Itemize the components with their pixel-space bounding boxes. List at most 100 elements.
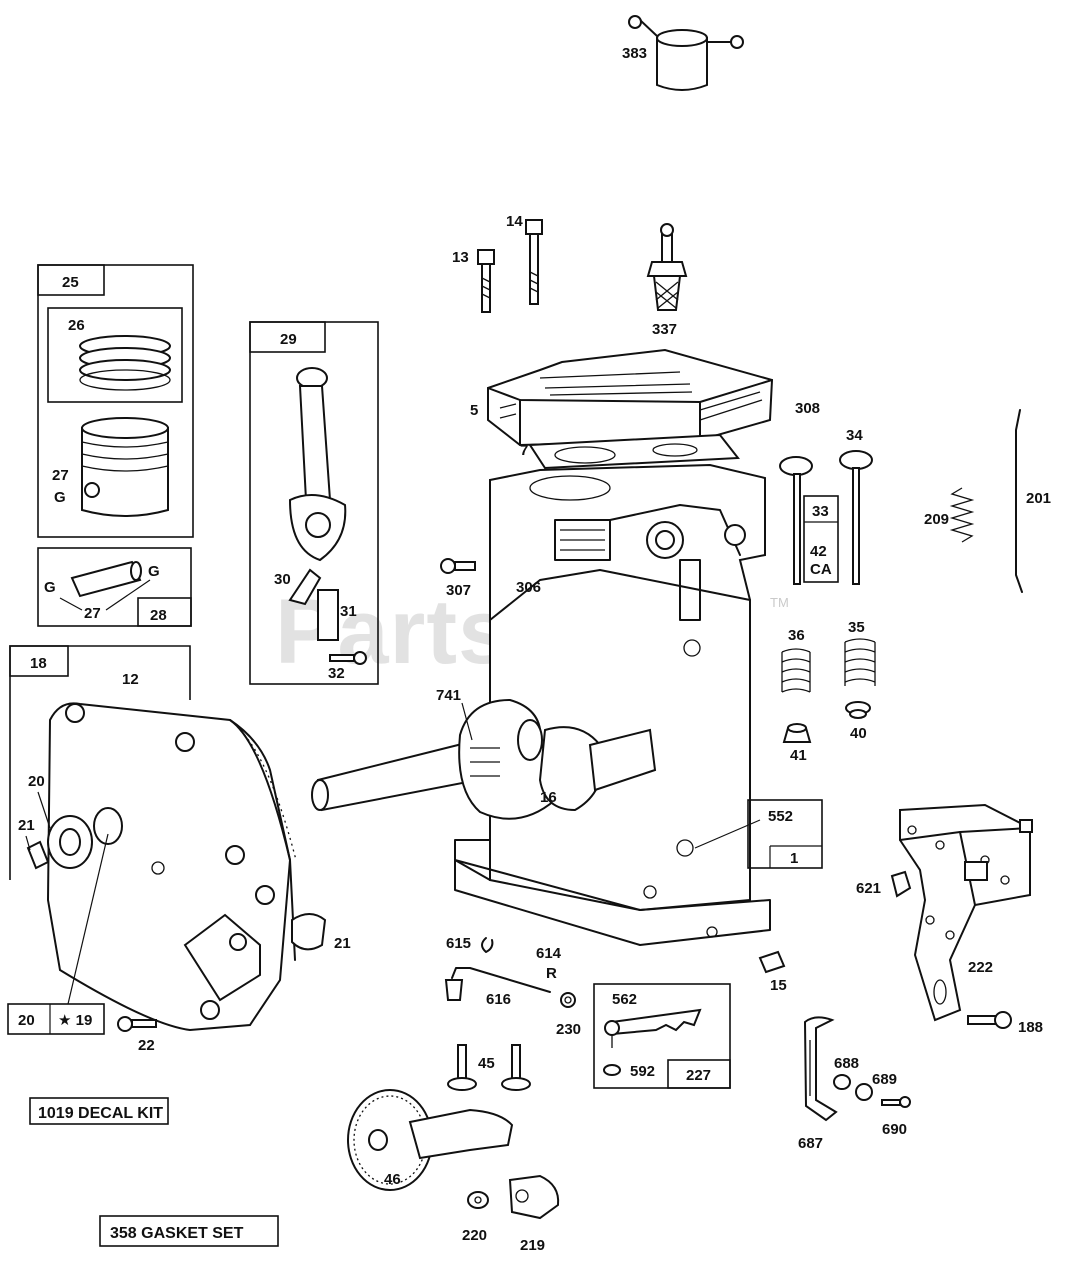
label-28: 28 bbox=[150, 607, 167, 624]
part-40-retainer[interactable] bbox=[845, 701, 871, 719]
label-227: 227 bbox=[686, 1067, 711, 1084]
label-337: 337 bbox=[652, 321, 677, 338]
part-562-lever[interactable] bbox=[604, 1008, 702, 1048]
label-32: 32 bbox=[328, 665, 345, 682]
label-14: 14 bbox=[506, 213, 523, 230]
part-201-governor-rod[interactable] bbox=[1015, 409, 1023, 593]
label-615: 615 bbox=[446, 935, 471, 952]
part-21-plug[interactable] bbox=[291, 913, 327, 951]
label-31: 31 bbox=[340, 603, 357, 620]
box-25-piston bbox=[37, 264, 194, 538]
part-592-nut[interactable] bbox=[603, 1064, 621, 1076]
part-34-valve[interactable] bbox=[839, 450, 873, 585]
label-34: 34 bbox=[846, 427, 863, 444]
part-45-tappets[interactable] bbox=[447, 1044, 531, 1091]
label-7: 7 bbox=[520, 442, 528, 459]
label-1: 1 bbox=[790, 850, 798, 867]
part-18-sump-cover[interactable] bbox=[46, 702, 297, 1032]
part-337-spark-plug[interactable] bbox=[646, 223, 688, 311]
box-18 bbox=[9, 645, 191, 880]
box-29-connecting-rod bbox=[249, 321, 379, 685]
part-33-valve[interactable] bbox=[779, 456, 813, 585]
label-20-box: 20 bbox=[18, 1012, 35, 1029]
label-42-ca: CA bbox=[810, 561, 832, 578]
label-308: 308 bbox=[795, 400, 820, 417]
part-616-shaft[interactable] bbox=[444, 967, 551, 1001]
label-27g: G bbox=[54, 489, 66, 506]
part-21-seal-left[interactable] bbox=[26, 840, 50, 870]
label-27b: 27 bbox=[84, 605, 101, 622]
part-14-bolt[interactable] bbox=[525, 219, 543, 305]
label-552: 552 bbox=[768, 808, 793, 825]
label-20: 20 bbox=[28, 773, 45, 790]
label-21: 21 bbox=[18, 817, 35, 834]
part-615-clip[interactable] bbox=[481, 937, 494, 953]
part-35-valve-spring[interactable] bbox=[844, 638, 876, 686]
label-222: 222 bbox=[968, 959, 993, 976]
part-28-piston-pin[interactable] bbox=[70, 560, 142, 598]
part-383-wrench[interactable] bbox=[628, 15, 744, 91]
label-220: 220 bbox=[462, 1227, 487, 1244]
part-687-bracket[interactable] bbox=[803, 1016, 838, 1122]
part-26-piston-rings[interactable] bbox=[79, 335, 171, 391]
label-21b: 21 bbox=[334, 935, 351, 952]
part-30-31-dipper-cap[interactable] bbox=[288, 568, 339, 641]
part-621-clip[interactable] bbox=[890, 870, 912, 898]
part-209-spring[interactable] bbox=[949, 487, 975, 543]
part-688-bushing[interactable] bbox=[833, 1074, 851, 1090]
part-230-nut[interactable] bbox=[560, 992, 576, 1008]
label-306: 306 bbox=[516, 579, 541, 596]
part-689-washer[interactable] bbox=[855, 1083, 873, 1101]
part-222-control-bracket[interactable] bbox=[899, 803, 1033, 1022]
label-201: 201 bbox=[1026, 490, 1051, 507]
part-307-screw[interactable] bbox=[440, 558, 476, 574]
label-688: 688 bbox=[834, 1055, 859, 1072]
label-19-box: ★ 19 bbox=[58, 1012, 92, 1029]
label-28-g1: G bbox=[44, 579, 56, 596]
part-46-camshaft[interactable] bbox=[347, 1089, 514, 1191]
part-5-cylinder-head[interactable] bbox=[487, 348, 774, 447]
label-29: 29 bbox=[280, 331, 297, 348]
box-20-19 bbox=[7, 833, 109, 1035]
label-18: 18 bbox=[30, 655, 47, 672]
label-689: 689 bbox=[872, 1071, 897, 1088]
part-220-washer[interactable] bbox=[467, 1191, 489, 1209]
part-32-bolt[interactable] bbox=[329, 651, 367, 665]
part-27-piston[interactable] bbox=[81, 417, 169, 517]
part-690-screw[interactable] bbox=[881, 1096, 911, 1108]
label-13: 13 bbox=[452, 249, 469, 266]
leader-27b bbox=[59, 579, 151, 611]
label-616: 616 bbox=[486, 991, 511, 1008]
gasket-set-box[interactable]: 358 GASKET SET bbox=[99, 1215, 279, 1247]
label-28-g2: G bbox=[148, 563, 160, 580]
part-7-head-gasket[interactable] bbox=[528, 433, 740, 470]
part-29-connecting-rod[interactable] bbox=[288, 367, 347, 562]
label-690: 690 bbox=[882, 1121, 907, 1138]
part-13-bolt[interactable] bbox=[477, 249, 495, 313]
part-15-fitting[interactable] bbox=[758, 950, 786, 974]
box-28-piston-pin bbox=[37, 547, 192, 627]
part-188-screw[interactable] bbox=[967, 1011, 1012, 1029]
label-41: 41 bbox=[790, 747, 807, 764]
label-42: 42 bbox=[810, 543, 827, 560]
part-219-gear[interactable] bbox=[508, 1174, 560, 1220]
label-35: 35 bbox=[848, 619, 865, 636]
label-40: 40 bbox=[850, 725, 867, 742]
label-46: 46 bbox=[384, 1171, 401, 1188]
label-5: 5 bbox=[470, 402, 478, 419]
leader-20-21 bbox=[25, 791, 51, 851]
box-33-42 bbox=[803, 495, 839, 583]
part-36-valve-spring[interactable] bbox=[781, 648, 811, 693]
part-41-retainer[interactable] bbox=[782, 723, 812, 743]
part-22-screw[interactable] bbox=[117, 1016, 157, 1032]
decal-kit-box[interactable]: 1019 DECAL KIT bbox=[29, 1097, 169, 1125]
label-12: 12 bbox=[122, 671, 139, 688]
part-16-crankshaft[interactable] bbox=[311, 698, 657, 820]
label-45: 45 bbox=[478, 1055, 495, 1072]
label-33: 33 bbox=[812, 503, 829, 520]
box-227 bbox=[593, 983, 731, 1089]
label-614-r: R bbox=[546, 965, 557, 982]
box-552-1 bbox=[694, 799, 823, 869]
label-741: 741 bbox=[436, 687, 461, 704]
